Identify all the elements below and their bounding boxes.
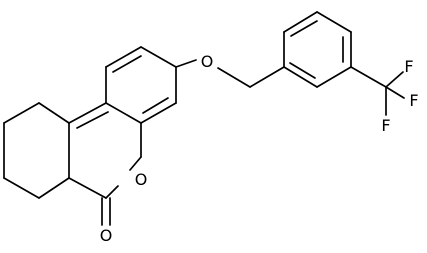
trifluoromethyl-bonds <box>350 66 405 116</box>
carbonyl-oxygen-label: O <box>100 226 113 245</box>
benzene-ring-center <box>105 46 177 124</box>
ether-linkage <box>175 59 285 88</box>
cyclohexene-ring <box>3 102 70 199</box>
benzene-ring-right <box>283 11 352 88</box>
ring-oxygen-label: O <box>135 170 148 189</box>
ether-oxygen-label: O <box>201 52 214 71</box>
carbonyl-double-bond <box>101 197 111 226</box>
fluorine-top-label: F <box>404 57 413 76</box>
lactone-ring <box>68 102 142 199</box>
fluorine-bottom-label: F <box>381 116 390 135</box>
fluorine-right-label: F <box>409 91 418 110</box>
